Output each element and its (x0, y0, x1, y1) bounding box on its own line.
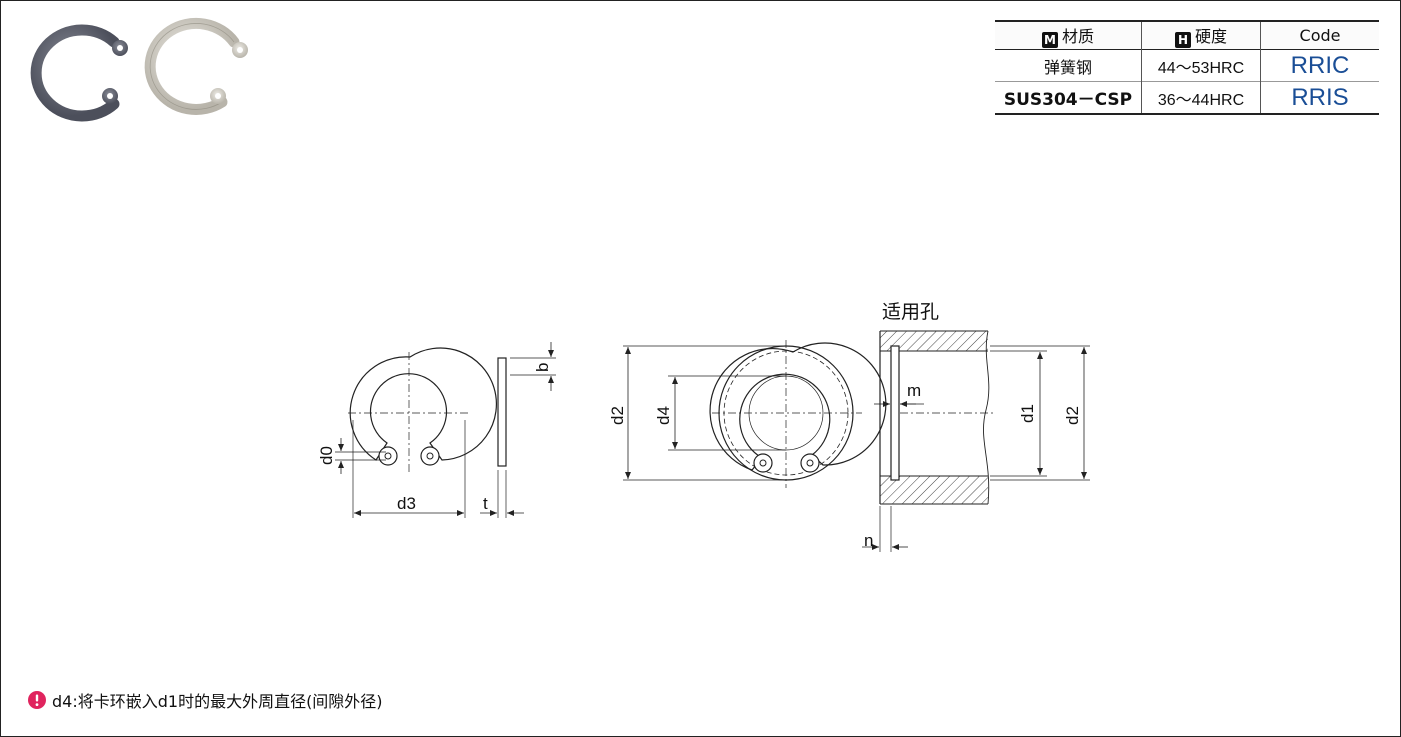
hardness-cell: 44～53HRC (1141, 49, 1261, 82)
product-photos (30, 17, 248, 122)
spring-steel-ring-photo (30, 24, 128, 122)
ring-side-view (480, 342, 556, 518)
label-b: b (533, 363, 552, 372)
note-text: d4:将卡环嵌入d1时的最大外周直径(间隙外径) (52, 692, 383, 711)
hardness-cell: 36～44HRC (1141, 81, 1261, 114)
label-d4: d4 (654, 406, 673, 425)
hardness-badge: H (1174, 32, 1191, 48)
material-badge: M (1041, 32, 1058, 48)
code-header: Code (1260, 21, 1379, 50)
label-d3: d3 (397, 494, 416, 513)
label-n: n (864, 531, 873, 550)
label-m: m (907, 381, 921, 400)
ring-front-view (335, 347, 497, 518)
material-header-label: 材质 (1061, 27, 1094, 46)
table-row: 弹簧钢 44～53HRC RRIC (995, 49, 1379, 82)
label-d2-hole: d2 (1063, 406, 1082, 425)
label-d0: d0 (317, 446, 336, 465)
stainless-ring-photo (144, 17, 248, 115)
label-t: t (483, 494, 488, 513)
code-link-rric[interactable]: RRIC (1260, 49, 1379, 82)
label-d1: d1 (1018, 404, 1037, 423)
table-row: SUS304－CSP 36～44HRC RRIS (995, 81, 1379, 114)
label-d2-ring: d2 (608, 406, 627, 425)
hole-section-view (862, 330, 1090, 552)
warning-icon (28, 691, 46, 709)
code-link-rris[interactable]: RRIS (1260, 81, 1379, 114)
note: d4:将卡环嵌入d1时的最大外周直径(间隙外径) (28, 688, 383, 712)
material-cell: SUS304－CSP (995, 81, 1142, 114)
material-cell: 弹簧钢 (995, 49, 1142, 82)
hole-title: 适用孔 (882, 301, 939, 323)
ring-installed-view (623, 340, 887, 488)
technical-drawing: d3 d0 t b d2 d4 (317, 301, 1090, 552)
hardness-header-label: 硬度 (1194, 27, 1227, 46)
